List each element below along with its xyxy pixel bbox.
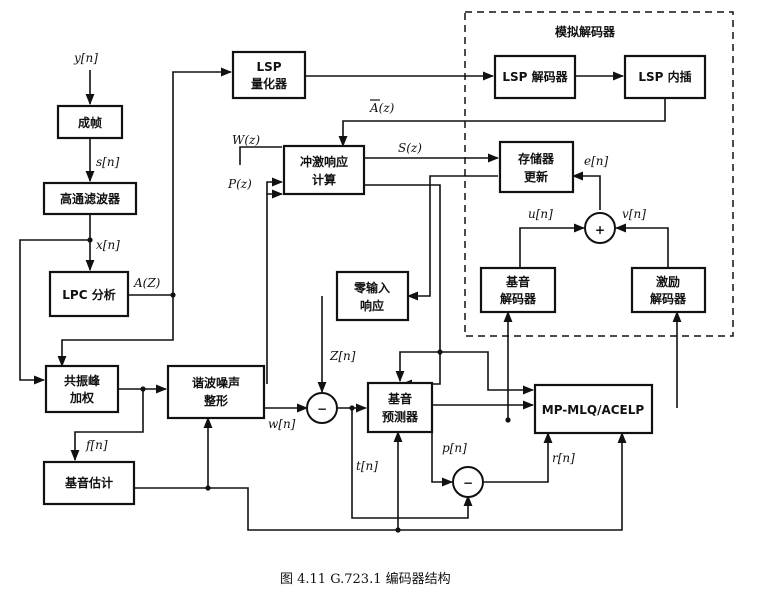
label-A: A(Z) <box>133 276 161 290</box>
signal-labels: y[n] s[n] x[n] A(Z) W(z) P(z) S(z) A(z) … <box>73 51 646 473</box>
block-mp-mlq-acelp: MP-MLQ/ACELP <box>533 383 654 435</box>
label-s: s[n] <box>96 155 120 169</box>
label-W: W(z) <box>232 133 260 147</box>
pitch-est-label: 基音估计 <box>64 475 113 490</box>
formant-line1: 共振峰 <box>64 373 101 388</box>
label-y: y[n] <box>73 51 98 65</box>
junction-dots <box>87 237 511 533</box>
label-e: e[n] <box>584 154 609 168</box>
excite-dec-line1: 激励 <box>656 274 680 289</box>
highpass-label: 高通滤波器 <box>60 191 121 206</box>
simulated-decoder-label: 模拟解码器 <box>555 24 616 39</box>
label-p: p[n] <box>442 441 467 455</box>
pitch-dec-line2: 解码器 <box>500 291 537 306</box>
block-lsp-interp: LSP 内插 <box>623 54 707 100</box>
pitch-pred-line2: 预测器 <box>382 409 419 424</box>
block-lsp-decoder: LSP 解码器 <box>493 54 577 100</box>
lsp-quant-line2: 量化器 <box>251 76 288 91</box>
label-v: v[n] <box>622 207 646 221</box>
label-r: r[n] <box>552 451 575 465</box>
minus-symbol-2: − <box>463 476 473 490</box>
pitch-dec-line1: 基音 <box>505 274 530 289</box>
mpmlq-label: MP-MLQ/ACELP <box>542 403 645 417</box>
zero-input-line1: 零输入 <box>353 280 390 295</box>
block-framing: 成帧 <box>56 104 124 140</box>
framing-label: 成帧 <box>78 115 102 130</box>
block-memory-update: 存储器 更新 <box>498 140 575 194</box>
label-Z: Z[n] <box>329 349 356 363</box>
label-x: x[n] <box>96 238 120 252</box>
block-harmonic-noise-shaping: 谐波噪声 整形 <box>166 364 266 420</box>
block-pitch-estimation: 基音估计 <box>42 460 136 506</box>
lsp-quant-line1: LSP <box>256 60 281 74</box>
memory-line2: 更新 <box>524 169 548 184</box>
formant-line2: 加权 <box>69 390 95 405</box>
block-pitch-decoder: 基音 解码器 <box>479 266 557 314</box>
excite-dec-line2: 解码器 <box>650 291 687 306</box>
adder: + <box>584 212 616 244</box>
label-P: P(z) <box>227 177 252 191</box>
impulse-line2: 计算 <box>312 172 336 187</box>
memory-line1: 存储器 <box>517 151 555 166</box>
block-lpc-analysis: LPC 分析 <box>48 270 130 318</box>
minus-symbol-1: − <box>317 402 327 416</box>
simulated-decoder-region <box>464 11 734 337</box>
label-w: w[n] <box>268 417 296 431</box>
lsp-interp-label: LSP 内插 <box>638 69 691 84</box>
figure-caption: 图 4.11 G.723.1 编码器结构 <box>280 572 451 587</box>
block-lsp-quantizer: LSP 量化器 <box>231 50 307 100</box>
signal-wires <box>19 67 682 531</box>
impulse-line1: 冲激响应 <box>300 154 348 169</box>
harmonic-line1: 谐波噪声 <box>192 375 240 390</box>
label-Abar: A(z) <box>369 101 395 115</box>
block-highpass-filter: 高通滤波器 <box>42 181 138 216</box>
harmonic-line2: 整形 <box>203 393 228 408</box>
label-t: t[n] <box>356 459 378 473</box>
label-u: u[n] <box>528 207 553 221</box>
lsp-dec-label: LSP 解码器 <box>502 69 568 84</box>
block-excitation-decoder: 激励 解码器 <box>630 266 707 314</box>
block-impulse-response: 冲激响应 计算 <box>282 144 366 196</box>
subtractor-1: − <box>306 392 338 424</box>
pitch-pred-line1: 基音 <box>387 391 412 406</box>
block-zero-input-response: 零输入 响应 <box>335 270 410 322</box>
lpc-label: LPC 分析 <box>62 287 115 302</box>
block-pitch-predictor: 基音 预测器 <box>366 381 434 434</box>
plus-symbol: + <box>595 223 605 237</box>
label-S: S(z) <box>398 141 422 155</box>
subtractor-2: − <box>452 466 484 498</box>
zero-input-line2: 响应 <box>360 298 384 313</box>
block-formant-weighting: 共振峰 加权 <box>44 364 120 414</box>
label-f: f[n] <box>85 438 108 452</box>
